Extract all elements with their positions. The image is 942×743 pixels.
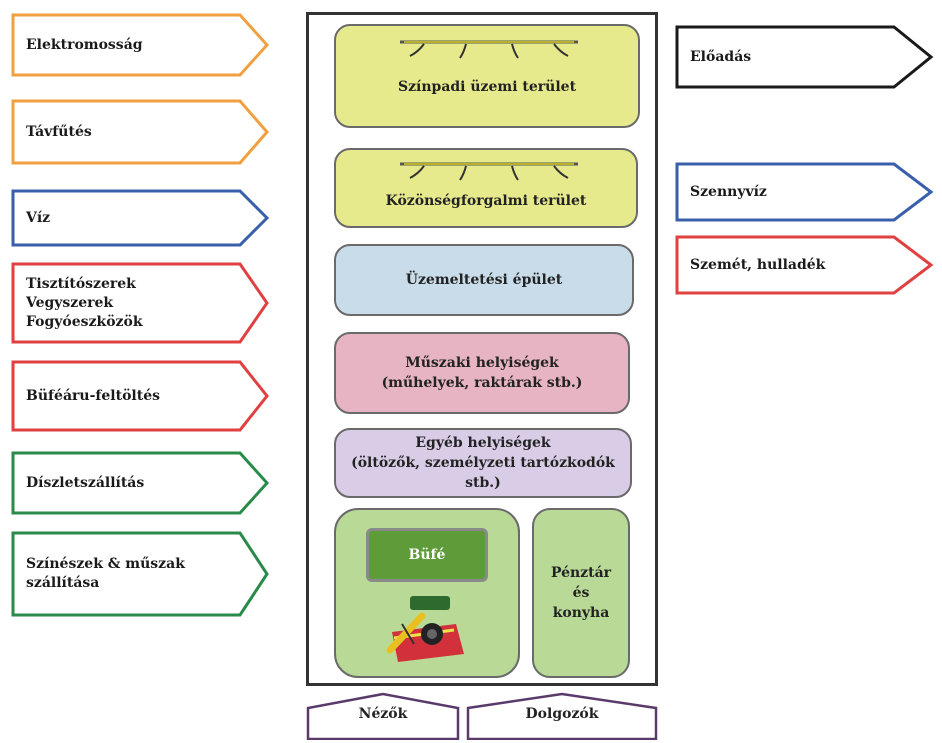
input-label: Víz	[26, 209, 51, 226]
room-label: Egyéb helyiségek	[415, 435, 551, 451]
input-label: Elektromosság	[26, 36, 143, 53]
room-sublabel: (műhelyek, raktárak stb.)	[381, 375, 583, 391]
input-arrow-elektromossag: Elektromosság	[11, 13, 270, 77]
room-szinpadi: Színpadi üzemi terület	[334, 24, 640, 128]
room-label: Pénztár és konyha	[550, 565, 612, 621]
input-label: Díszletszállítás	[26, 474, 145, 491]
input-label: Színészek & műszak szállítása	[26, 556, 185, 591]
room-egyeb: Egyéb helyiségek (öltözők, személyzeti t…	[334, 428, 632, 498]
input-arrow-szineszek: Színészek & műszak szállítása	[11, 531, 269, 617]
output-arrow-szennyviz: Szennyvíz	[675, 162, 934, 222]
room-label: Büfé	[408, 547, 446, 563]
stage-lights-icon	[400, 40, 578, 59]
output-label: Szennyvíz	[690, 183, 767, 200]
input-label: Távfűtés	[26, 123, 92, 140]
output-label: Szemét, hulladék	[690, 256, 826, 273]
output-arrow-szemet: Szemét, hulladék	[675, 235, 934, 295]
stage-lights-icon	[400, 162, 578, 181]
room-penztar: Pénztár és konyha	[532, 508, 630, 678]
entrance-label: Nézők	[358, 706, 408, 722]
room-muszaki: Műszaki helyiségek (műhelyek, raktárak s…	[334, 332, 630, 414]
input-arrow-diszletszallitas: Díszletszállítás	[11, 451, 270, 515]
entrance-label: Dolgozók	[525, 706, 599, 722]
food-drink-icon	[386, 596, 464, 662]
entrance-arrow-nezok: Nézők	[306, 692, 460, 740]
output-label: Előadás	[690, 48, 752, 65]
input-label: Büféáru-feltöltés	[26, 387, 161, 404]
room-bufe: Büfé	[366, 528, 488, 582]
room-label: Műszaki helyiségek	[405, 355, 559, 371]
input-label: Tisztítószerek Vegyszerek Fogyóeszközök	[26, 275, 143, 330]
room-label: Üzemeltetési épület	[405, 272, 563, 288]
room-label: Színpadi üzemi terület	[397, 79, 577, 95]
room-uzemeltetesi: Üzemeltetési épület	[334, 244, 634, 316]
input-arrow-viz: Víz	[11, 189, 270, 247]
input-arrow-bufearu: Büféáru-feltöltés	[11, 360, 269, 432]
input-arrow-tavfutes: Távfűtés	[11, 99, 269, 165]
output-arrow-eloadas: Előadás	[675, 25, 934, 89]
entrance-arrow-dolgozok: Dolgozók	[466, 692, 658, 740]
room-sublabel: (öltözők, személyzeti tartózkodók stb.)	[351, 455, 615, 491]
room-label: Közönségforgalmi terület	[385, 193, 587, 209]
room-kozonseg: Közönségforgalmi terület	[334, 148, 638, 228]
input-arrow-tisztitoszerek: Tisztítószerek Vegyszerek Fogyóeszközök	[11, 262, 269, 344]
